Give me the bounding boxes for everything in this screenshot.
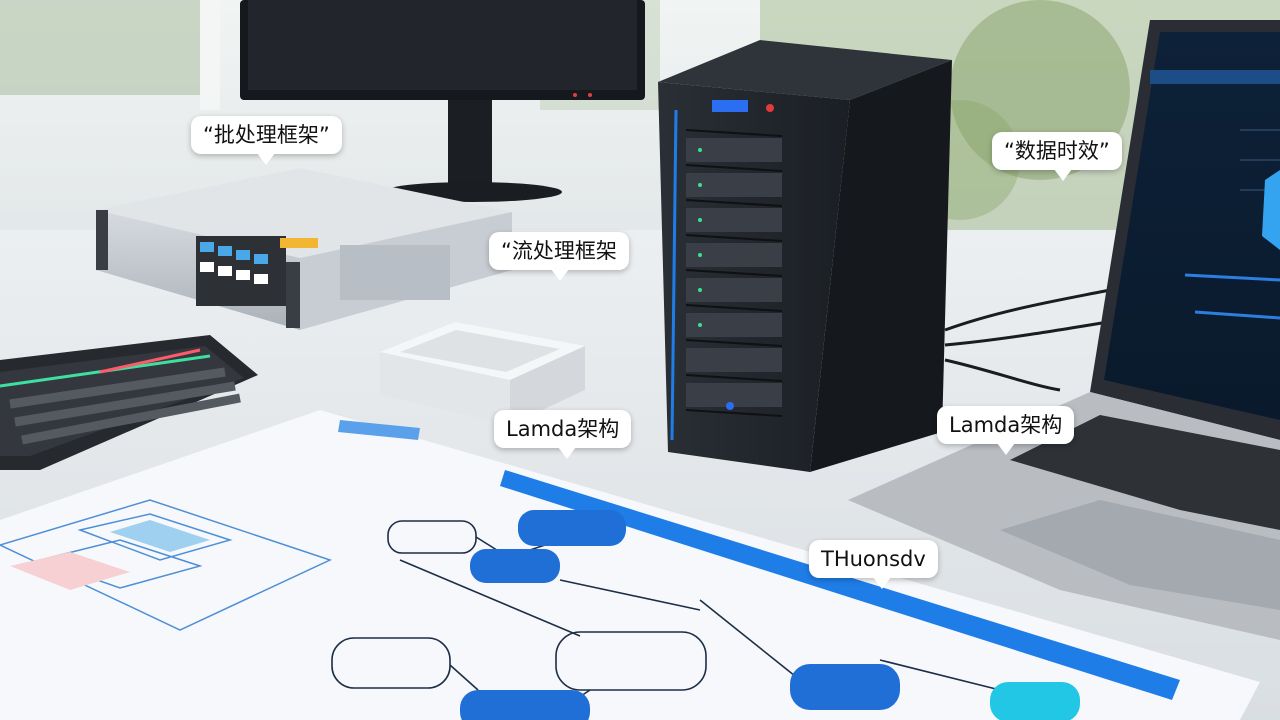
- white-box: [380, 322, 585, 425]
- callout-lamda-architecture-laptop: Lamda架构: [937, 406, 1075, 455]
- callout-garbled-label: THuonsdv: [809, 540, 938, 589]
- callout-lamda-architecture: Lamda架构: [494, 410, 632, 459]
- tower-server-icon: [658, 40, 952, 472]
- laptop-icon: [848, 20, 1280, 640]
- callout-stream-framework: “流处理框架: [489, 232, 629, 281]
- window-frame: [200, 0, 220, 110]
- callout-data-timeliness: “数据时效”: [992, 132, 1122, 181]
- callout-batch-framework: “批处理框架”: [191, 116, 342, 165]
- keyboard-icon: [0, 335, 258, 470]
- diagram-paper: [0, 410, 1260, 720]
- cables: [944, 288, 1121, 392]
- window-left: [0, 0, 200, 95]
- network-switch-icon: [96, 168, 512, 330]
